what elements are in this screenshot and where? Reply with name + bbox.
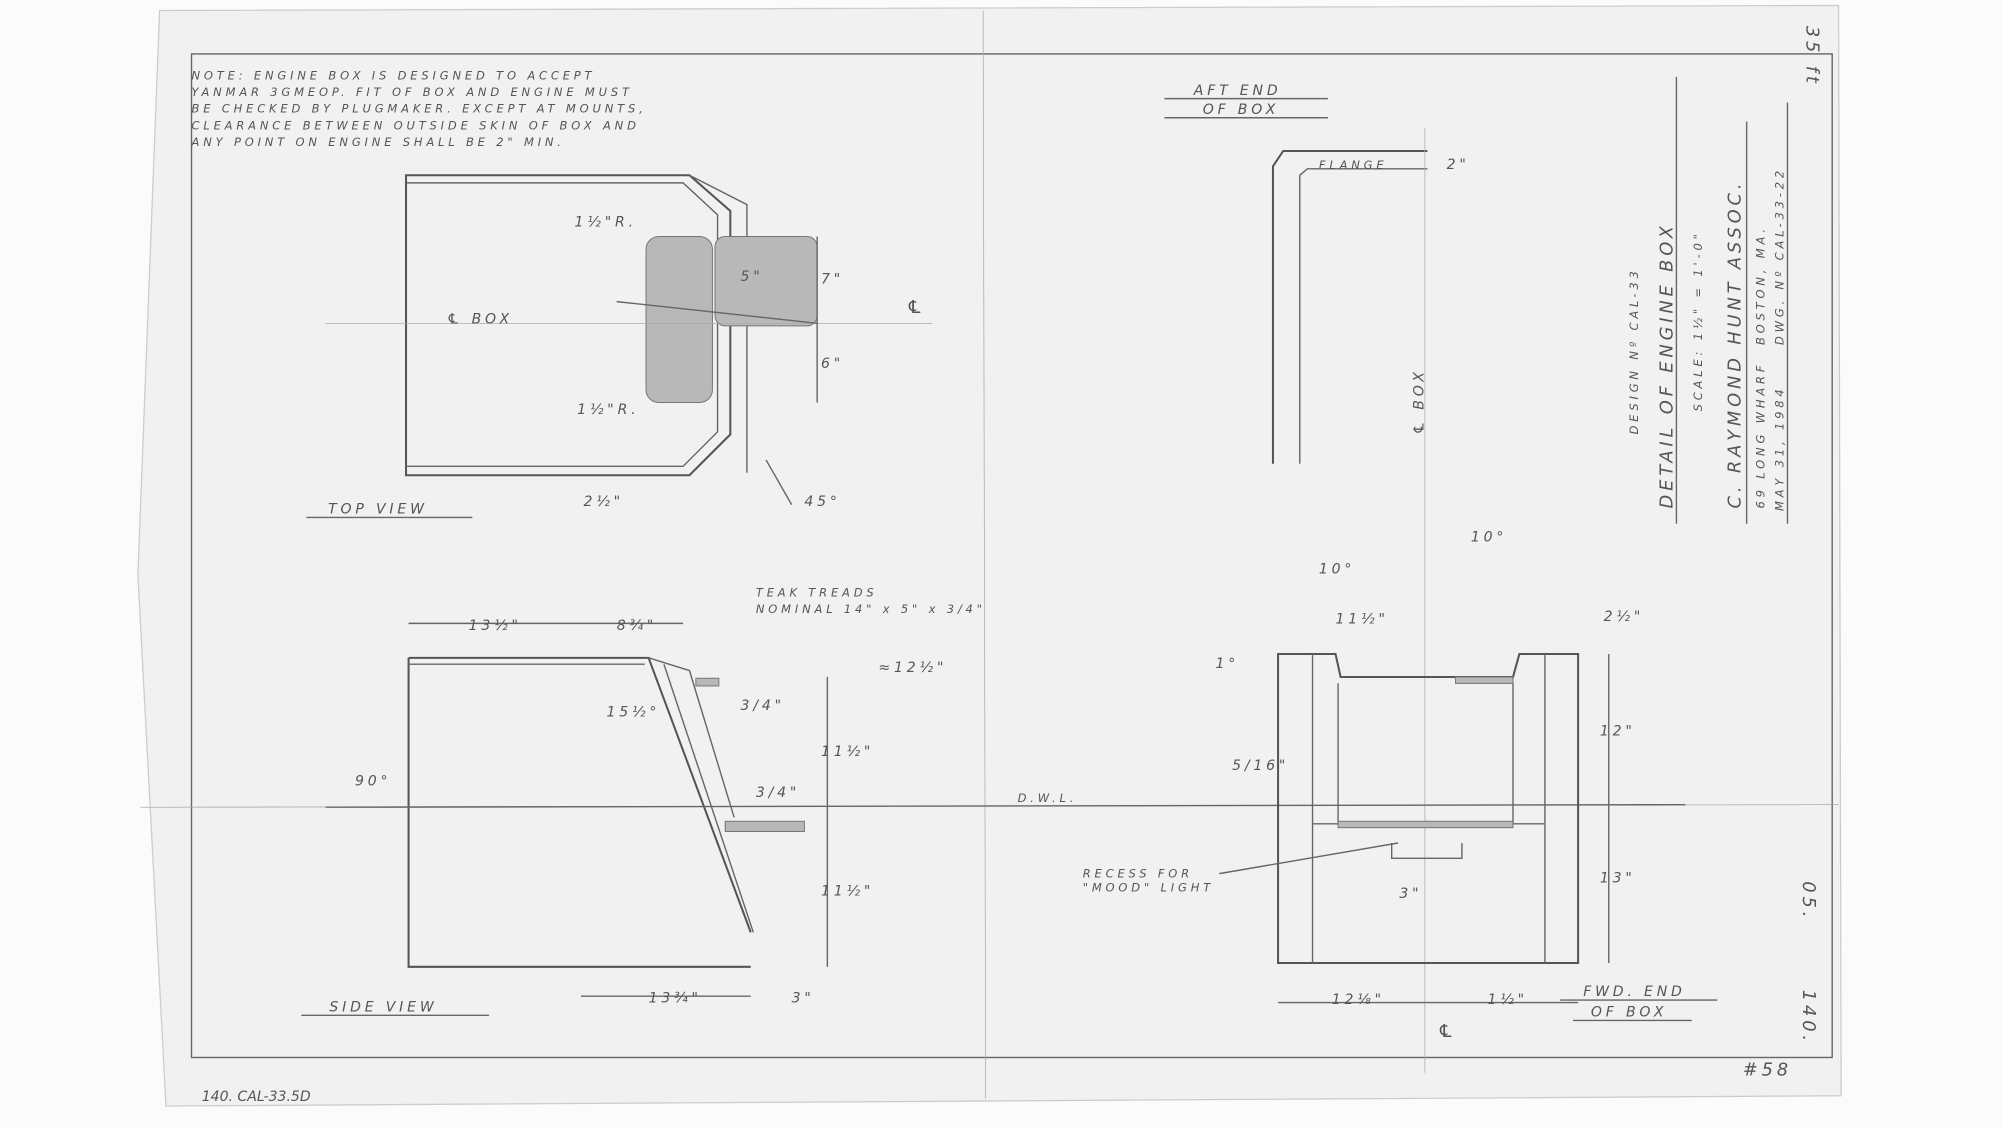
svg-text:OF BOX: OF BOX [1591, 1005, 1667, 1021]
svg-text:12": 12" [1600, 724, 1636, 740]
svg-text:2": 2" [1447, 157, 1470, 173]
svg-text:BOSTON, MA.: BOSTON, MA. [1754, 225, 1768, 345]
svg-text:NOMINAL 14" x 5" x 3/4": NOMINAL 14" x 5" x 3/4" [756, 602, 986, 616]
svg-text:AFT END: AFT END [1193, 83, 1282, 99]
svg-text:140. CAL-33.5D: 140. CAL-33.5D [202, 1089, 311, 1105]
svg-text:℄ BOX: ℄ BOX [447, 311, 513, 327]
svg-text:10°: 10° [1471, 530, 1507, 546]
svg-text:3/4": 3/4" [741, 698, 785, 714]
svg-text:3": 3" [792, 991, 815, 1007]
svg-text:≈12½": ≈12½" [878, 660, 947, 676]
svg-text:DESIGN Nº CAL-33: DESIGN Nº CAL-33 [1627, 267, 1641, 434]
svg-text:BE CHECKED BY PLUGMAKER. EXCEP: BE CHECKED BY PLUGMAKER. EXCEPT AT MOUNT… [192, 102, 647, 116]
svg-text:2½": 2½" [1604, 609, 1644, 625]
svg-text:13": 13" [1600, 871, 1636, 887]
svg-text:45°: 45° [804, 494, 840, 510]
svg-text:13½": 13½" [469, 618, 522, 634]
aft-end-view: AFT END OF BOX FLANGE 2" ℄ BOX [1164, 83, 1470, 1073]
svg-text:5/16": 5/16" [1232, 758, 1289, 774]
margin-marks: 35 ft 05. 140. #58 140. CAL-33.5D [202, 26, 1823, 1105]
svg-text:1½"R.: 1½"R. [577, 402, 639, 418]
svg-text:OF BOX: OF BOX [1203, 102, 1279, 118]
svg-text:7": 7" [821, 272, 844, 288]
svg-text:D.W.L.: D.W.L. [1018, 791, 1078, 805]
side-view: TEAK TREADS NOMINAL 14" x 5" x 3/4" 13½"… [301, 586, 1686, 1017]
svg-text:℄: ℄ [1438, 1021, 1458, 1042]
svg-text:DWG. Nº CAL-33-22: DWG. Nº CAL-33-22 [1773, 167, 1787, 345]
svg-text:FWD. END: FWD. END [1583, 984, 1685, 1000]
svg-text:1½": 1½" [1487, 992, 1527, 1008]
svg-text:11½": 11½" [821, 744, 874, 760]
svg-text:DETAIL OF ENGINE BOX: DETAIL OF ENGINE BOX [1657, 222, 1678, 508]
svg-text:TEAK TREADS: TEAK TREADS [756, 586, 878, 600]
svg-text:11½": 11½" [821, 883, 874, 899]
svg-text:ANY POINT ON ENGINE SHALL BE 2: ANY POINT ON ENGINE SHALL BE 2" MIN. [191, 135, 565, 149]
svg-text:"MOOD" LIGHT: "MOOD" LIGHT [1083, 880, 1214, 894]
general-note: NOTE: ENGINE BOX IS DESIGNED TO ACCEPT Y… [191, 68, 647, 149]
svg-text:15½°: 15½° [606, 705, 660, 721]
top-view-title: TOP VIEW [328, 502, 428, 518]
svg-text:35 ft: 35 ft [1802, 26, 1823, 87]
svg-text:8¾": 8¾" [617, 618, 657, 634]
svg-text:RECESS FOR: RECESS FOR [1083, 866, 1193, 880]
top-view: 1½"R. 5" 7" ℄ BOX ℄ 6" 1½"R. 2½" 45° TOP… [306, 174, 933, 519]
svg-text:3/4": 3/4" [756, 785, 800, 801]
svg-text:#58: #58 [1743, 1059, 1792, 1080]
svg-text:CLEARANCE BETWEEN OUTSIDE SKIN: CLEARANCE BETWEEN OUTSIDE SKIN OF BOX AN… [192, 118, 640, 132]
svg-text:13¾": 13¾" [649, 991, 702, 1007]
svg-text:5": 5" [741, 269, 764, 285]
fwd-end-view: 10° 10° 11½" 2½" 1° 12" 5/16" RECESS FOR… [1083, 530, 1718, 1042]
svg-text:℄: ℄ [907, 297, 927, 318]
svg-text:SCALE: 1½" = 1'-0": SCALE: 1½" = 1'-0" [1691, 230, 1705, 411]
svg-text:12⅛": 12⅛" [1332, 992, 1385, 1008]
svg-text:FLANGE: FLANGE [1319, 158, 1388, 172]
svg-text:69 LONG WHARF: 69 LONG WHARF [1754, 362, 1768, 509]
svg-text:2½": 2½" [583, 494, 623, 510]
side-view-title: SIDE VIEW [329, 1000, 437, 1016]
svg-text:140.: 140. [1798, 990, 1819, 1045]
svg-text:05.: 05. [1798, 881, 1819, 921]
drawing-border [190, 53, 1833, 1059]
svg-text:C. RAYMOND HUNT ASSOC.: C. RAYMOND HUNT ASSOC. [1724, 180, 1745, 509]
svg-text:NOTE: ENGINE BOX IS DESIGNED T: NOTE: ENGINE BOX IS DESIGNED TO ACCEPT [192, 68, 596, 82]
svg-text:6": 6" [821, 356, 844, 372]
svg-text:3": 3" [1399, 886, 1422, 902]
paper-sheet [137, 4, 1842, 1107]
svg-text:90°: 90° [355, 774, 391, 790]
svg-text:YANMAR 3GMEOP. FIT OF BOX AND: YANMAR 3GMEOP. FIT OF BOX AND ENGINE MUS… [192, 85, 633, 99]
title-block: DESIGN Nº CAL-33 DETAIL OF ENGINE BOX SC… [1627, 76, 1789, 524]
svg-text:1½"R.: 1½"R. [575, 214, 637, 230]
svg-text:℄ BOX: ℄ BOX [1412, 368, 1428, 434]
svg-text:10°: 10° [1319, 562, 1355, 578]
svg-text:MAY 31, 1984: MAY 31, 1984 [1773, 385, 1787, 511]
svg-text:1°: 1° [1216, 656, 1240, 672]
svg-text:11½": 11½" [1336, 611, 1389, 627]
